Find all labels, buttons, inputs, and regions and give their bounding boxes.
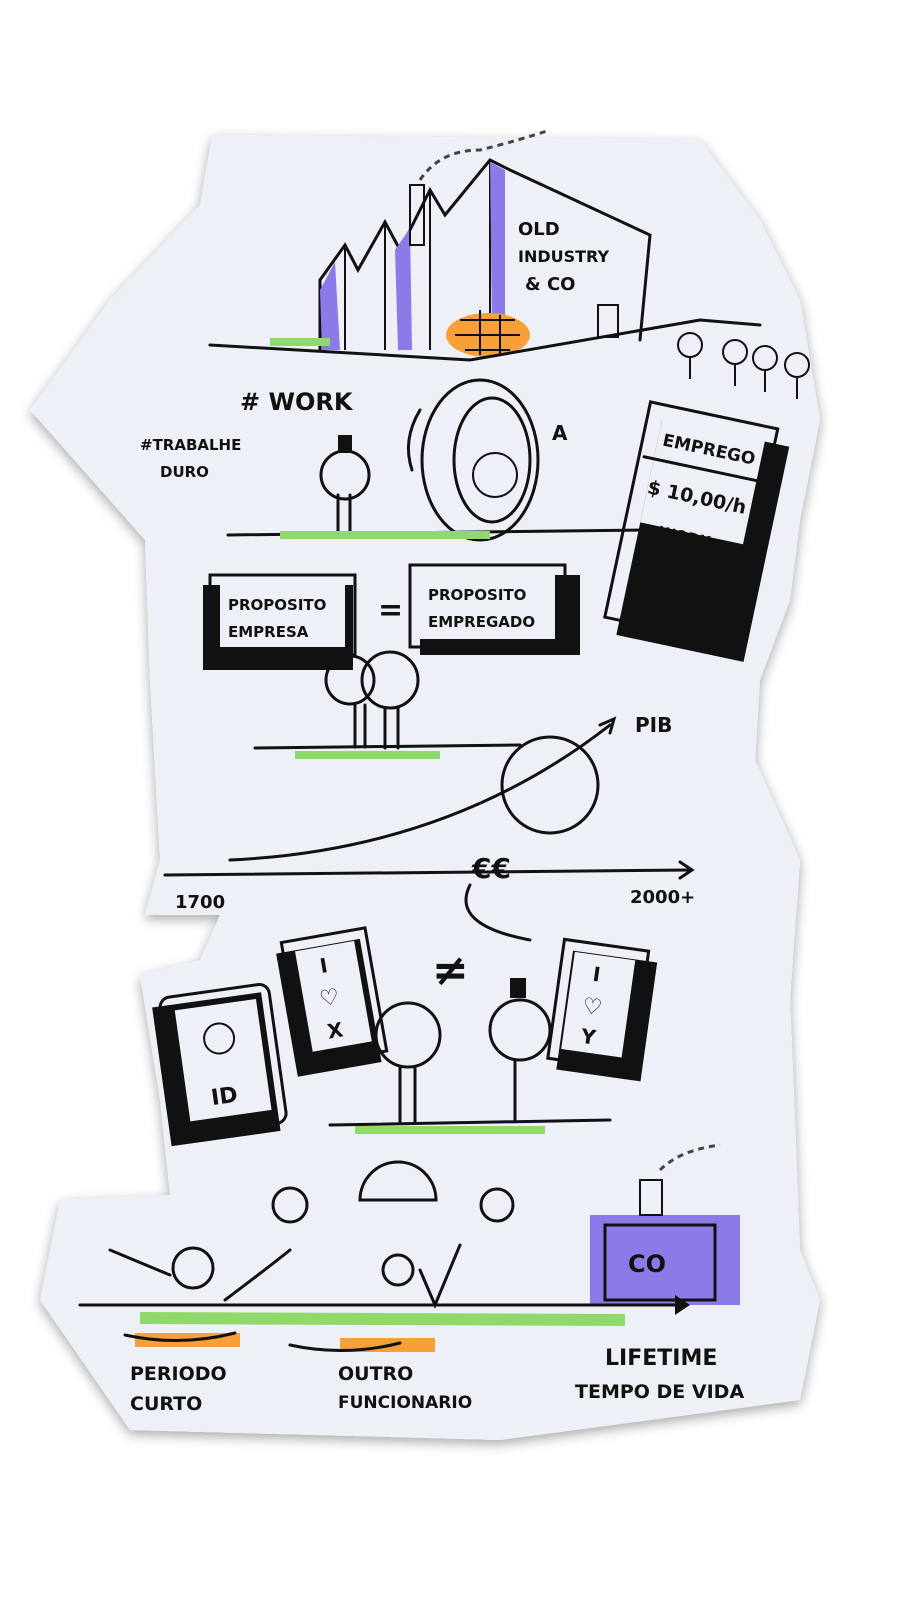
short-period-line1: PERIODO <box>130 1363 227 1385</box>
card-y: Y <box>579 1024 598 1050</box>
other-employee-line1: OUTRO <box>338 1363 413 1385</box>
card-heart-x: ♡ <box>318 985 342 1013</box>
equals-sign: = <box>378 593 403 628</box>
timeline-end: 2000+ <box>630 887 695 908</box>
gdp-label: PIB <box>635 713 672 737</box>
lifetime-label: LIFETIME <box>605 1346 717 1371</box>
purpose-employee-line1: PROPOSITO <box>428 586 526 604</box>
two-people <box>324 650 420 750</box>
card-i-x: I <box>318 953 330 978</box>
factory-illustration: OLD INDUSTRY & CO <box>208 128 762 362</box>
factory-name-line1: OLD <box>518 219 560 240</box>
hamster-wheel <box>406 378 540 542</box>
purpose-company-line1: PROPOSITO <box>228 596 326 614</box>
wheel-label: A <box>552 421 568 445</box>
hashtag-duro: DURO <box>160 463 209 481</box>
i-love-x-card: I ♡ X <box>276 926 389 1077</box>
factory-name-line2: INDUSTRY <box>518 247 610 266</box>
hashtag-trabalhe: #TRABALHE <box>140 436 241 454</box>
card-heart-y: ♡ <box>581 994 604 1022</box>
id-card: ID <box>152 982 288 1147</box>
purpose-company-card: PROPOSITO EMPRESA <box>203 573 357 670</box>
other-employee-line2: FUNCIONARIO <box>338 1393 472 1413</box>
tempo-de-vida-label: TEMPO DE VIDA <box>575 1381 744 1403</box>
purpose-employee-line2: EMPREGADO <box>428 613 535 631</box>
company-label: CO <box>628 1250 666 1278</box>
two-people-identity <box>374 978 552 1124</box>
currency-symbols: €€ <box>471 852 511 885</box>
i-love-y-card: I ♡ Y <box>546 937 658 1082</box>
gdp-timeline-chart <box>163 716 695 880</box>
card-i-y: I <box>591 962 602 987</box>
card-x: X <box>325 1017 345 1043</box>
timeline-start: 1700 <box>175 892 225 913</box>
hashtag-work: # WORK <box>240 388 354 416</box>
job-card: EMPREGO $ 10,00/h WORK WORK WORK <box>603 400 790 662</box>
worker-with-hat <box>319 435 371 539</box>
not-equal-sign: ≠ <box>432 945 469 996</box>
company-building: CO <box>590 1143 740 1305</box>
id-card-label: ID <box>210 1083 240 1111</box>
factory-name-line3: & CO <box>525 274 575 295</box>
purpose-company-line2: EMPRESA <box>228 623 309 641</box>
short-period-line2: CURTO <box>130 1393 202 1415</box>
crowd-of-people <box>677 332 810 399</box>
purpose-employee-card: PROPOSITO EMPREGADO <box>408 563 580 655</box>
